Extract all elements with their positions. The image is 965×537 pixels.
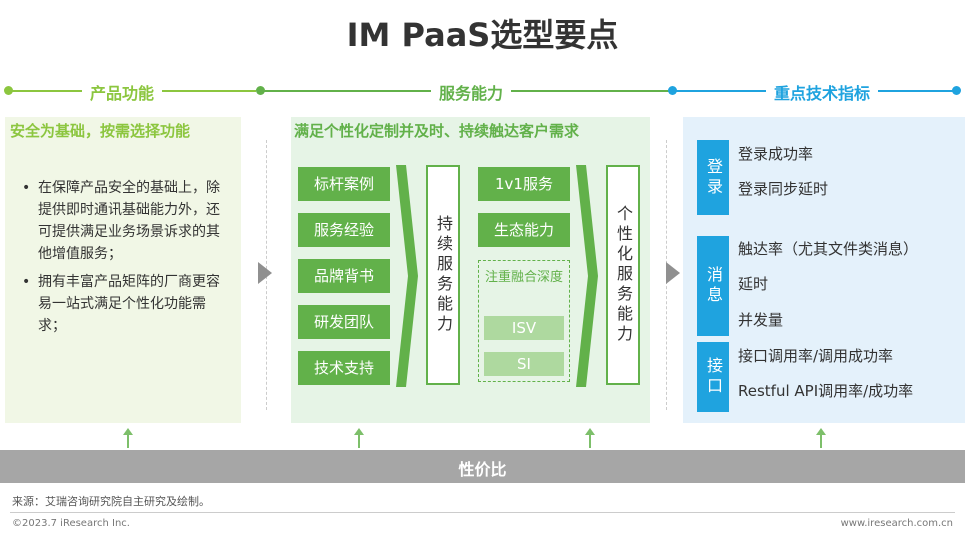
product-bullet: 拥有丰富产品矩阵的厂商更容易一站式满足个性化功能需求； [20,271,225,337]
chevron-right-icon [258,262,272,284]
service-item: 技术支持 [298,351,390,385]
tech-item: 延时 [738,275,769,293]
value-bar-label: 性价比 [458,460,507,479]
up-arrow-icon [123,428,133,448]
tech-item: 触达率（尤其文件类消息） [738,240,919,258]
depth-label: 注重融合深度 [484,270,563,285]
product-bullet: 在保障产品安全的基础上，除提供即时通讯基础能力外，还可提供满足业务场景诉求的其他… [20,177,225,265]
tech-item: 登录同步延时 [738,180,829,198]
tech-item: Restful API调用率/成功率 [738,382,914,400]
up-arrow-icon [354,428,364,448]
tech-panel [683,117,965,423]
copyright: ©2023.7 iResearch Inc. [12,518,130,529]
personalized-service-label: 个性化服务能力 [606,165,640,385]
website-link[interactable]: www.iresearch.com.cn [840,518,953,529]
tech-tag-login: 登录 [697,140,729,215]
continuous-service-label: 持续服务能力 [426,165,460,385]
service-item: 服务经验 [298,213,390,247]
chevron-right-icon [576,165,598,387]
tech-tag-api: 接口 [697,342,729,412]
service-heading: 满足个性化定制并及时、持续触达客户需求 [294,122,580,140]
tech-item: 接口调用率/调用成功率 [738,347,894,365]
section-label-tech: 重点技术指标 [766,80,879,104]
footer-divider [10,512,955,513]
section-label-product: 产品功能 [82,80,163,104]
page-title: IM PaaS选型要点 [346,16,619,54]
depth-item: ISV [484,316,564,340]
source-note: 来源：艾瑞咨询研究院自主研究及绘制。 [12,495,210,508]
up-arrow-icon [585,428,595,448]
service-item: 标杆案例 [298,167,390,201]
chevron-right-icon [666,262,680,284]
service-item: 生态能力 [478,213,570,247]
tech-item: 登录成功率 [738,145,814,163]
product-heading: 安全为基础，按需选择功能 [10,122,191,140]
tech-item: 并发量 [738,311,784,329]
chevron-right-icon [396,165,418,387]
product-bullets: 在保障产品安全的基础上，除提供即时通讯基础能力外，还可提供满足业务场景诉求的其他… [20,177,225,343]
tech-tag-message: 消息 [697,236,729,336]
section-dot-tech-end [952,86,961,95]
depth-item: SI [484,352,564,376]
service-item: 1v1服务 [478,167,570,201]
product-panel [5,117,241,423]
service-item: 品牌背书 [298,259,390,293]
up-arrow-icon [816,428,826,448]
depth-group [478,260,570,382]
service-item: 研发团队 [298,305,390,339]
section-label-service: 服务能力 [431,80,512,104]
value-bar [0,450,965,483]
